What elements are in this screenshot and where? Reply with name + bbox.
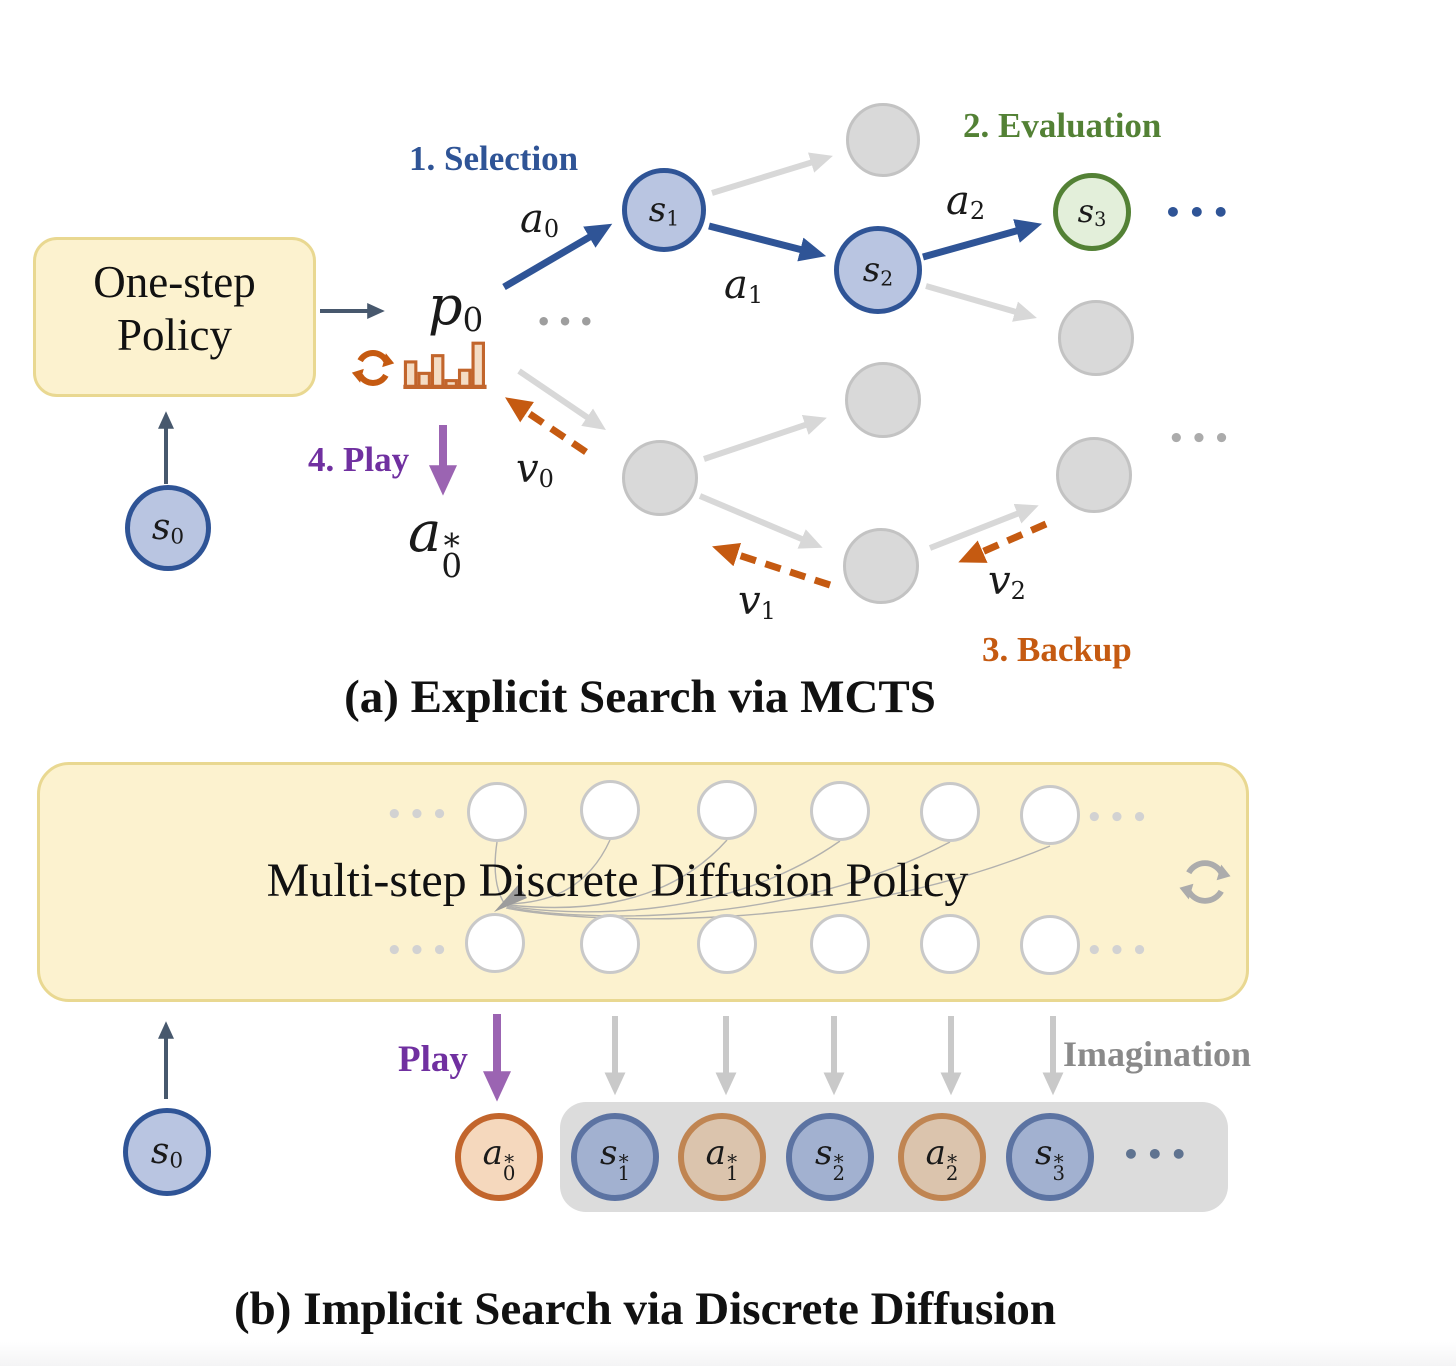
ellipsis-lattice-bottom-right: ••• xyxy=(1086,936,1154,966)
node-a1-star: a*1 xyxy=(678,1113,766,1201)
v1-label: v1 xyxy=(738,578,776,626)
diffusion-node-bottom-3 xyxy=(697,914,757,974)
selection-label: 1. Selection xyxy=(409,139,579,178)
diffusion-node-top-6 xyxy=(1020,785,1080,845)
ellipsis-lattice-top-right: ••• xyxy=(1086,803,1154,833)
node-a2-star: a*2 xyxy=(898,1113,986,1201)
node-s2-star: s*2 xyxy=(786,1113,874,1201)
gray-node-right-mid xyxy=(1058,300,1134,376)
gray-node-mid xyxy=(845,362,921,438)
a1-arrow xyxy=(708,222,827,262)
node-s3-star: s*3 xyxy=(1006,1113,1094,1201)
gray-bl-to-mid-arrow xyxy=(703,415,827,462)
backup-label: 3. Backup xyxy=(982,630,1132,669)
gray-node-bottom-center xyxy=(843,528,919,604)
caption-b: (b) Implicit Search via Discrete Diffusi… xyxy=(234,1283,1056,1335)
p0-label: p0 xyxy=(428,274,484,339)
a2-arrow xyxy=(922,219,1043,261)
diffusion-node-top-4 xyxy=(810,781,870,841)
ellipsis-trajectory: ••• xyxy=(1122,1138,1194,1171)
refresh-cycle-icon-gray xyxy=(1179,860,1231,904)
node-s1-star: s*1 xyxy=(571,1113,659,1201)
gray-node-bottom-left xyxy=(622,440,698,516)
gray-node-bottom-right xyxy=(1056,437,1132,513)
ellipsis-after-s3: ••• xyxy=(1164,196,1236,229)
s1-to-gray-top-arrow xyxy=(711,152,833,196)
diffusion-box-title: Multi-step Discrete Diffusion Policy xyxy=(266,854,969,907)
ellipsis-tree-right: ••• xyxy=(1168,424,1236,454)
diffusion-node-top-3 xyxy=(697,780,757,840)
bottom-margin-band xyxy=(0,1342,1456,1366)
gray-bc-to-br-arrow xyxy=(928,503,1039,551)
diffusion-node-bottom-6 xyxy=(1020,915,1080,975)
one-step-policy-box xyxy=(33,237,316,397)
imagination-arrows xyxy=(604,1016,1064,1096)
node-s0-a: s0 xyxy=(125,485,211,571)
v0-label: v0 xyxy=(516,446,554,494)
v2-label: v2 xyxy=(988,558,1026,606)
diffusion-node-top-1 xyxy=(467,782,527,842)
gray-node-top xyxy=(846,103,920,177)
node-s1: s1 xyxy=(622,168,706,252)
p0-to-gray-arrow xyxy=(517,368,606,431)
play-step-label: 4. Play xyxy=(308,440,410,479)
ellipsis-tree-left: ••• xyxy=(536,308,601,336)
imagination-label: Imagination xyxy=(1063,1034,1252,1074)
gray-bl-to-bc-arrow xyxy=(698,493,823,549)
diffusion-node-bottom-5 xyxy=(920,914,980,974)
ellipsis-lattice-bottom-left: ••• xyxy=(386,936,454,966)
refresh-cycle-icon xyxy=(351,350,395,386)
s2-to-gray-right-arrow xyxy=(925,283,1037,322)
policy-box-title: One-step Policy xyxy=(93,257,256,361)
node-s0-b: s0 xyxy=(123,1108,211,1196)
node-s2: s2 xyxy=(834,226,922,314)
policy-histogram-icon xyxy=(403,341,487,389)
v1-backup-arrow xyxy=(712,543,832,589)
trajectory-strip xyxy=(560,1102,1228,1212)
diffusion-curves-arrowhead xyxy=(494,885,527,912)
a0-label: a0 xyxy=(520,196,560,244)
ellipsis-lattice-top-left: ••• xyxy=(386,800,454,830)
caption-a: (a) Explicit Search via MCTS xyxy=(344,671,936,723)
evaluation-label: 2. Evaluation xyxy=(963,106,1162,145)
a0-star-label: a*0 xyxy=(408,500,463,585)
v2-backup-arrow xyxy=(958,520,1048,563)
node-s3: s3 xyxy=(1053,173,1131,251)
diffusion-node-bottom-2 xyxy=(580,914,640,974)
v0-backup-arrow xyxy=(505,397,588,455)
diffusion-node-top-2 xyxy=(580,780,640,840)
a0-arrow xyxy=(502,223,613,291)
play-label-b: Play xyxy=(398,1039,468,1080)
diffusion-node-top-5 xyxy=(920,782,980,842)
a2-label: a2 xyxy=(946,178,986,226)
diffusion-node-bottom-1 xyxy=(465,913,525,973)
node-a0-star: a*0 xyxy=(455,1113,543,1201)
diffusion-node-bottom-4 xyxy=(810,914,870,974)
a1-label: a1 xyxy=(724,262,764,310)
